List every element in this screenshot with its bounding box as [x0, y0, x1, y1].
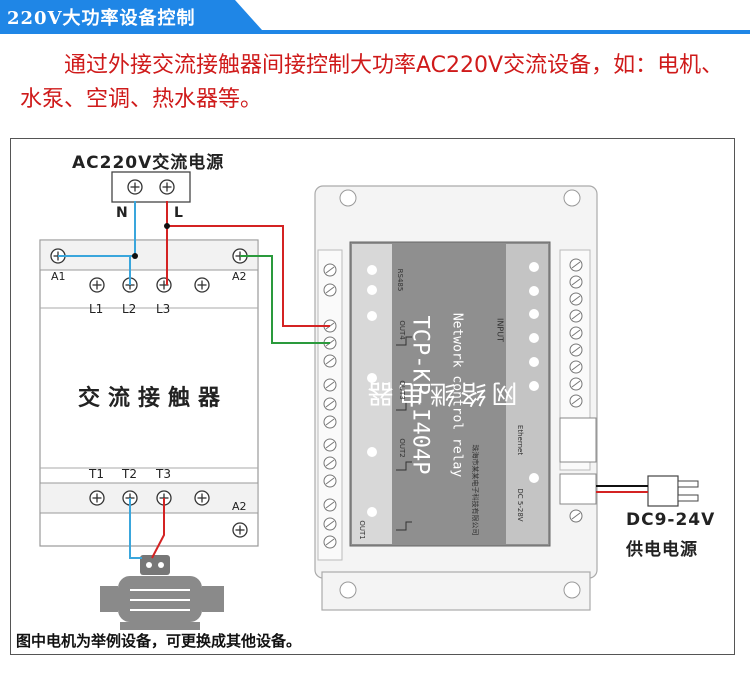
contactor-a2-bottom: A2 [232, 500, 247, 513]
relay-rs485: RS485 [396, 268, 404, 292]
live-wire [166, 201, 330, 327]
live-label: L [174, 205, 183, 221]
ac-contactor [39, 239, 259, 547]
relay-input-label: INPUT [495, 318, 505, 342]
banner-underline [0, 30, 750, 34]
banner-tab [0, 0, 262, 30]
relay-title-en: Network control relay [449, 312, 465, 478]
dc-supply-label-cn: 供电电源 [626, 540, 698, 560]
relay-out1: OUT1 [358, 520, 366, 540]
relay-company: 珠海市某某电子科技有限公司 [471, 444, 479, 536]
diagram-frame [10, 138, 735, 655]
dc-power-jack [559, 473, 597, 505]
relay-out4: OUT4 [398, 320, 406, 340]
neutral-label: N [116, 205, 128, 221]
contactor-l1: L1 [89, 302, 104, 316]
intro-text: 通过外接交流接触器间接控制大功率AC220V交流设备，如：电机、水泵、空调、热水… [20, 53, 724, 112]
relay-ethernet: Ethernet [516, 424, 524, 456]
contactor-t2: T2 [122, 467, 137, 481]
contactor-l2: L2 [122, 302, 137, 316]
contactor-t1: T1 [89, 467, 104, 481]
power-source-label: AC220V交流电源 [72, 153, 225, 173]
wires [58, 201, 648, 559]
ac-power-terminal [111, 171, 191, 203]
motor [100, 555, 224, 630]
banner-title: 220V大功率设备控制 [7, 8, 196, 29]
rj45-port [559, 417, 597, 463]
relay-out3: OUT3 [398, 380, 406, 400]
dc-supply-label: DC9-24V [626, 510, 716, 530]
contactor-name: 交流接触器 [78, 385, 229, 411]
contactor-t3: T3 [156, 467, 171, 481]
dc-plug [647, 475, 699, 507]
network-relay-board [314, 185, 598, 611]
relay-title-cn: 网络继电器 [362, 377, 518, 408]
rxd-led [367, 265, 377, 275]
section-banner: 220V大功率设备控制 [0, 0, 750, 34]
relay-out2: OUT2 [398, 438, 406, 458]
a2-wire [240, 255, 330, 344]
contactor-l3: L3 [156, 302, 171, 316]
relay-model: TCP-KP-I404P [407, 315, 433, 475]
footnote: 图中电机为举例设备，可更换成其他设备。 [16, 632, 302, 650]
contactor-a2-top: A2 [232, 270, 247, 283]
contactor-a1: A1 [51, 270, 66, 283]
relay-power-label: DC 5-28V [516, 488, 524, 522]
